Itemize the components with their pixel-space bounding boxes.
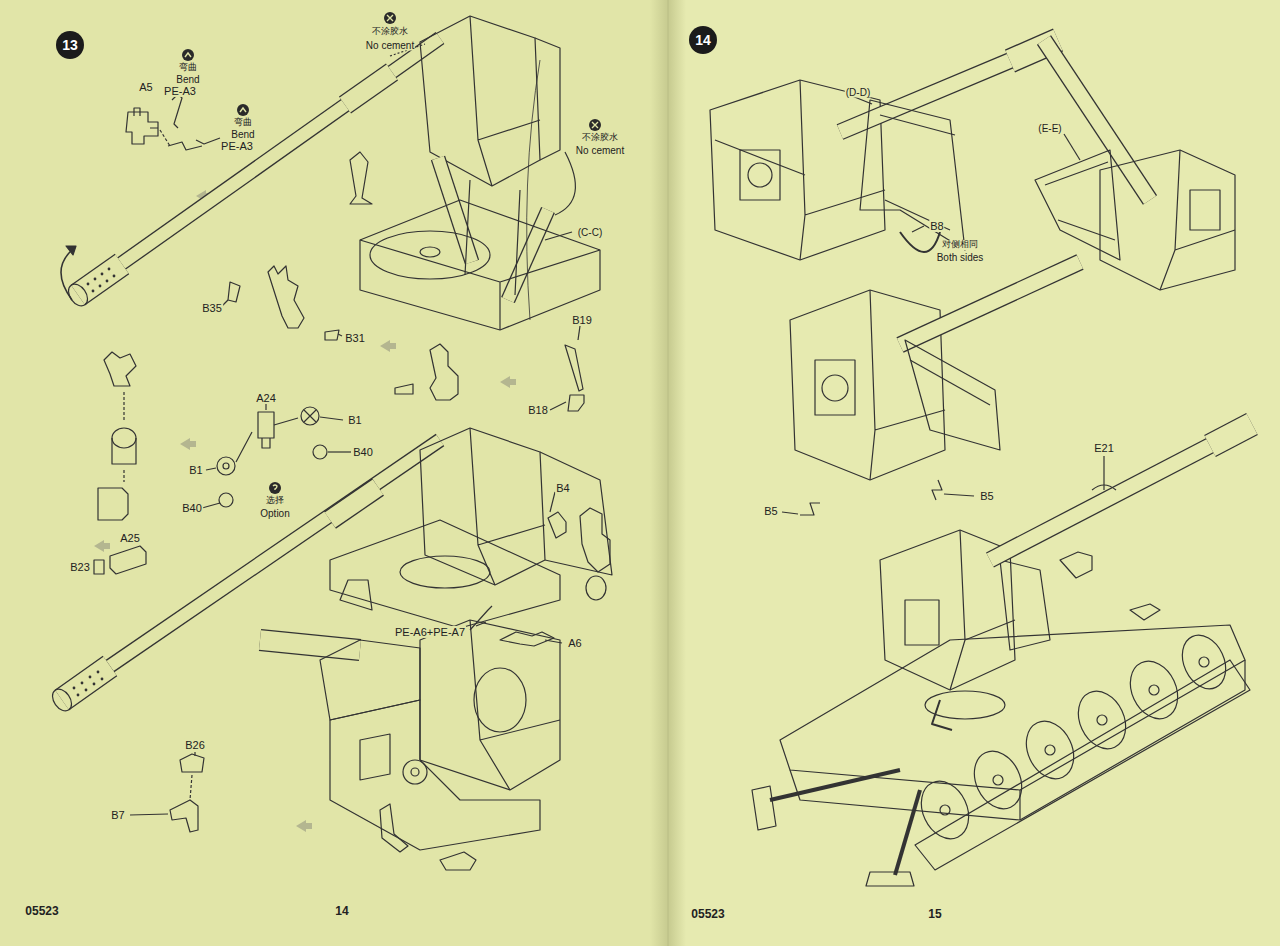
footer-text: 15: [927, 908, 942, 921]
callout-number: (C-C): [577, 227, 603, 238]
note-text: No cement: [365, 40, 415, 51]
footer-text: 14: [334, 905, 349, 918]
right-page-art: [710, 40, 1252, 886]
callout-number: A24: [255, 392, 277, 404]
callout-number: PE-A3: [163, 85, 197, 97]
step-number: 14: [689, 26, 717, 54]
callout-number: PE-A3: [220, 140, 254, 152]
callout-number: A25: [119, 532, 141, 544]
instruction-icons: [182, 12, 601, 494]
callout-number: A6: [567, 637, 582, 649]
callout-number: B4: [555, 482, 570, 494]
callout-number: B18: [527, 404, 549, 416]
callout-number: B35: [201, 302, 223, 314]
note-text: Option: [259, 508, 290, 519]
note-text: 弯曲: [233, 118, 253, 128]
callout-number: B1: [347, 414, 362, 426]
note-text: 选择: [265, 496, 285, 506]
callout-number: B7: [110, 809, 125, 821]
callout-number: B31: [344, 332, 366, 344]
direction-arrows: [94, 190, 516, 832]
note-text: Bend: [230, 129, 255, 140]
callout-number: B40: [181, 502, 203, 514]
callout-number: A5: [138, 81, 153, 93]
callout-number: B5: [763, 505, 778, 517]
callout-number: B19: [571, 314, 593, 326]
callout-number: (E-E): [1037, 123, 1062, 134]
callout-number: PE-A6+PE-A7: [394, 626, 466, 638]
callout-number: B8: [929, 220, 944, 232]
note-text: 对侧相同: [941, 240, 979, 250]
step-number: 13: [56, 31, 84, 59]
callout-number: B5: [979, 490, 994, 502]
note-text: 不涂胶水: [371, 27, 409, 37]
callout-number: E21: [1093, 442, 1115, 454]
left-page-art: [49, 16, 612, 870]
callout-number: B1: [188, 464, 203, 476]
note-text: No cement: [575, 145, 625, 156]
footer-text: 05523: [24, 905, 59, 918]
note-text: 弯曲: [178, 63, 198, 73]
step-number-text: 14: [695, 33, 711, 47]
footer-text: 05523: [690, 908, 725, 921]
callout-number: B40: [352, 446, 374, 458]
note-text: Both sides: [936, 252, 985, 263]
note-text: Bend: [175, 74, 200, 85]
step-number-text: 13: [62, 38, 78, 52]
callout-number: (D-D): [845, 87, 871, 98]
note-text: 不涂胶水: [581, 133, 619, 143]
callout-number: B26: [184, 739, 206, 751]
callout-number: B23: [69, 561, 91, 573]
